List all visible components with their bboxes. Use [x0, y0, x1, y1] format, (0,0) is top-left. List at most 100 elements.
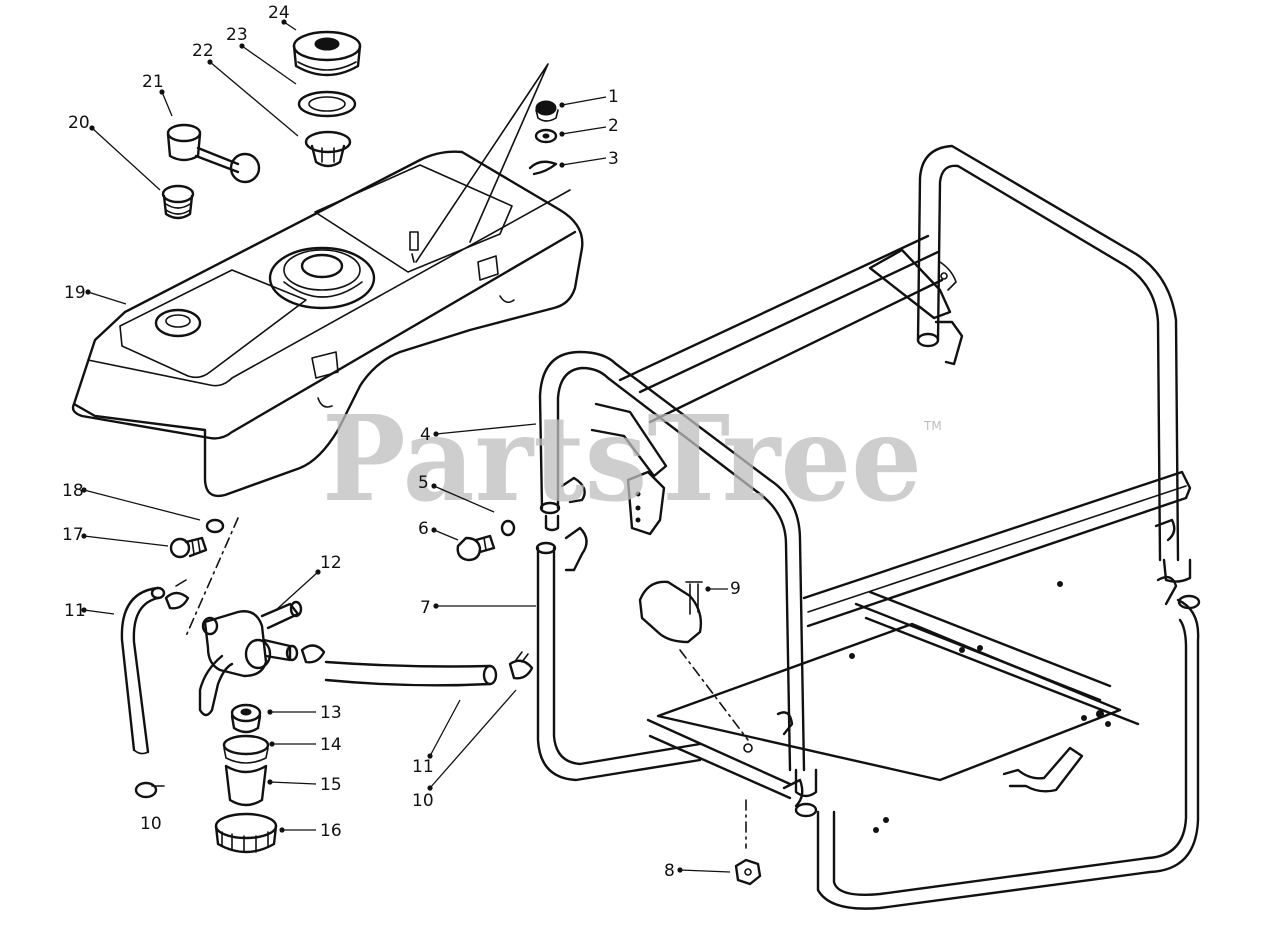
callout-leader-dot	[433, 603, 439, 609]
callout-label: 18	[62, 481, 84, 501]
callout-label: 6	[418, 519, 429, 539]
callout-leader-dot	[559, 131, 565, 137]
callout-label: 4	[420, 425, 431, 445]
callout-9: 9	[705, 579, 741, 599]
callout-leader-dot	[85, 289, 91, 295]
fuel-tank	[71, 150, 584, 498]
callout-label: 24	[268, 3, 290, 23]
callout-17: 17	[62, 525, 169, 547]
callout-24: 24	[268, 3, 297, 31]
callout-leader-dot	[281, 19, 287, 25]
callout-5: 5	[418, 473, 495, 513]
callout-leader-line	[87, 291, 127, 305]
callout-4: 4	[420, 423, 537, 445]
watermark: PartsTree TM	[322, 389, 942, 528]
callout-leader-line	[561, 96, 607, 106]
callout-2: 2	[559, 116, 619, 137]
callout-leader-dot	[267, 709, 273, 715]
callout-16: 16	[279, 821, 342, 841]
callout-leader-dot	[267, 779, 273, 785]
callout-leader-dot	[159, 89, 165, 95]
callout-leader-line	[561, 157, 607, 166]
callout-7: 7	[420, 598, 536, 618]
callout-1: 1	[559, 87, 619, 108]
callout-21: 21	[142, 72, 173, 117]
callout-leader-line	[269, 781, 317, 785]
callout-label: 9	[730, 579, 741, 599]
callout-leader-dot	[89, 125, 95, 131]
callout-leader-dot	[677, 867, 683, 873]
callout-leader-line	[209, 61, 299, 137]
callout-18: 18	[62, 481, 201, 521]
callout-leader-line	[433, 485, 495, 513]
callout-label: 7	[420, 598, 431, 618]
callout-3: 3	[559, 149, 619, 169]
callout-label: 20	[68, 113, 90, 133]
callout-label: 11	[64, 601, 86, 621]
callout-leader-dot	[431, 483, 437, 489]
cap-assembly	[161, 30, 559, 263]
callout-leader-line	[433, 529, 459, 541]
callout-23: 23	[226, 25, 297, 85]
callout-label: 21	[142, 72, 164, 92]
callouts: 1234567891010111112131415161718192021222…	[62, 3, 741, 881]
callout-label: 14	[320, 735, 342, 755]
callout-label: 10	[140, 814, 162, 834]
callout-12: 12	[275, 553, 342, 611]
callout-leader-line	[561, 126, 607, 135]
callout-label: 8	[664, 861, 675, 881]
callout-11: 11	[64, 601, 115, 621]
callout-leader-line	[435, 423, 537, 435]
callout-leader-dot	[81, 487, 87, 493]
callout-leader-line	[83, 609, 115, 615]
callout-label: 1	[608, 87, 619, 107]
callout-label: 11	[412, 757, 434, 777]
callout-10: 10	[412, 689, 517, 811]
callout-leader-line	[83, 535, 169, 547]
callout-leader-line	[275, 571, 319, 611]
callout-leader-dot	[559, 162, 565, 168]
callout-label: 16	[320, 821, 342, 841]
callout-11: 11	[412, 699, 461, 777]
callout-label: 5	[418, 473, 429, 493]
callout-leader-line	[679, 869, 731, 873]
watermark-trademark: TM	[923, 419, 942, 433]
callout-label: 17	[62, 525, 84, 545]
callout-label: 23	[226, 25, 248, 45]
callout-label: 19	[64, 283, 86, 303]
callout-6: 6	[418, 519, 459, 541]
callout-leader-dot	[81, 533, 87, 539]
callout-22: 22	[192, 41, 299, 137]
callout-8: 8	[664, 861, 731, 881]
callout-leader-dot	[207, 59, 213, 65]
callout-leader-dot	[269, 741, 275, 747]
callout-leader-dot	[559, 102, 565, 108]
callout-leader-dot	[431, 527, 437, 533]
watermark-text: PartsTree	[322, 389, 922, 528]
callout-label: 12	[320, 553, 342, 573]
callout-label: 2	[608, 116, 619, 136]
callout-19: 19	[64, 283, 127, 305]
callout-leader-dot	[239, 43, 245, 49]
callout-leader-dot	[433, 431, 439, 437]
callout-leader-line	[161, 91, 173, 117]
callout-leader-dot	[427, 785, 433, 791]
callout-label: 22	[192, 41, 214, 61]
callout-14: 14	[269, 735, 342, 755]
callout-leader-line	[429, 689, 517, 789]
callout-leader-dot	[427, 753, 433, 759]
callout-leader-line	[241, 45, 297, 85]
callout-leader-line	[429, 699, 461, 757]
callout-leader-dot	[705, 586, 711, 592]
callout-15: 15	[267, 775, 342, 795]
callout-leader-dot	[315, 569, 321, 575]
callout-leader-line	[83, 489, 201, 521]
callout-label: 3	[608, 149, 619, 169]
callout-label: 13	[320, 703, 342, 723]
callout-10: 10	[140, 814, 162, 834]
callout-leader-dot	[279, 827, 285, 833]
callout-20: 20	[68, 113, 161, 191]
callout-13: 13	[267, 703, 342, 723]
callout-leader-line	[91, 127, 161, 191]
